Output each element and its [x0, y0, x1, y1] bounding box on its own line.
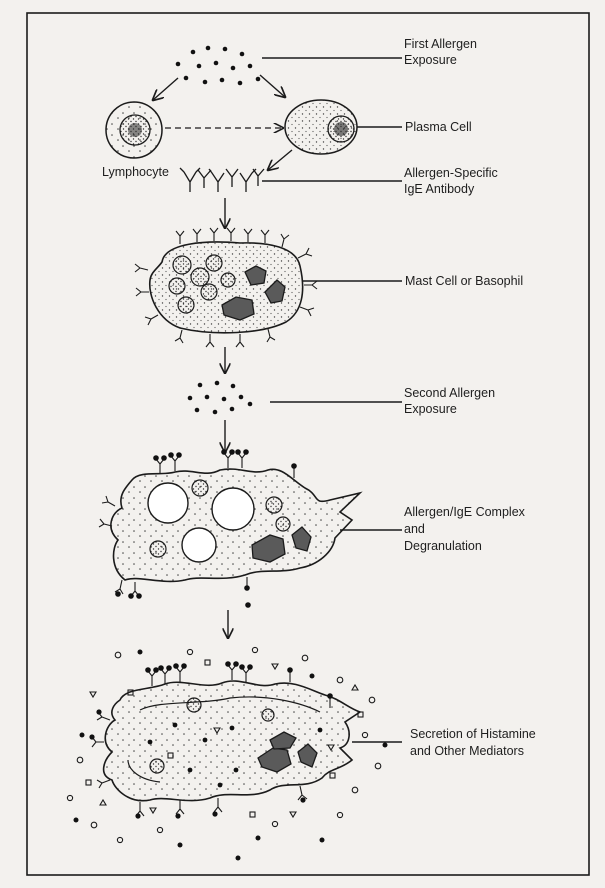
plasma-cell — [285, 100, 357, 154]
label-secretion-2: and Other Mediators — [410, 744, 524, 758]
label-complex-3: Degranulation — [404, 539, 482, 553]
label-first-allergen-2: Exposure — [404, 53, 457, 67]
label-first-allergen-1: First Allergen — [404, 37, 477, 51]
first-allergen-dots — [176, 46, 261, 86]
label-ige-1: Allergen-Specific — [404, 166, 498, 180]
label-second-allergen-2: Exposure — [404, 402, 457, 416]
label-ige-2: IgE Antibody — [404, 182, 475, 196]
label-complex-1: Allergen/IgE Complex — [404, 505, 526, 519]
lymphocyte-cell — [106, 102, 162, 158]
label-mast-cell: Mast Cell or Basophil — [405, 274, 523, 288]
degranulating-cell — [99, 449, 360, 608]
label-complex-2: and — [404, 522, 425, 536]
label-plasma-cell: Plasma Cell — [405, 120, 472, 134]
first-allergen-arrow-right — [260, 75, 285, 97]
second-allergen-dots — [188, 381, 253, 415]
secreting-cell — [89, 661, 360, 818]
label-lymphocyte: Lymphocyte — [102, 165, 169, 179]
plasma-to-antibody-arrow — [268, 150, 292, 170]
first-allergen-arrow-left — [153, 78, 178, 100]
ige-antibodies — [180, 168, 264, 192]
label-second-allergen-1: Second Allergen — [404, 386, 495, 400]
mast-cell — [135, 228, 317, 347]
label-secretion-1: Secretion of Histamine — [410, 727, 536, 741]
